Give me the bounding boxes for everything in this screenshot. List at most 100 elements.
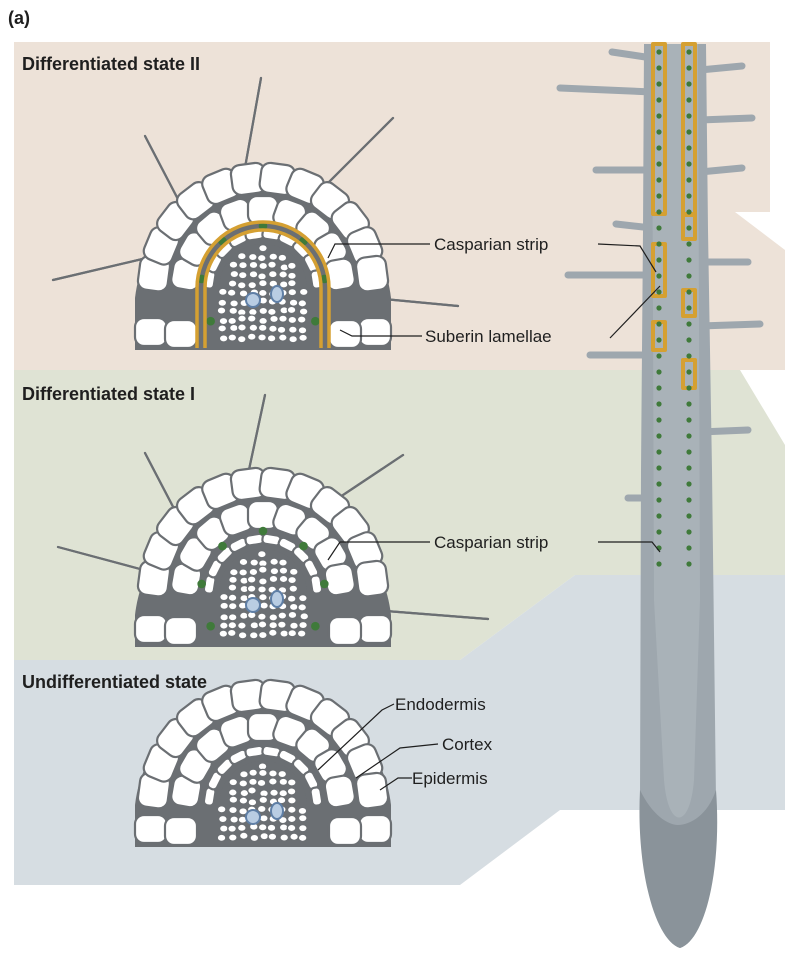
casparian-dot-longitudinal: [656, 385, 661, 390]
casparian-dot-longitudinal: [656, 481, 661, 486]
cortex-cell: [329, 817, 361, 845]
stele-cell: [250, 559, 259, 566]
stele-cell: [259, 796, 268, 803]
stele-cell: [269, 614, 278, 621]
stele-cell: [269, 271, 278, 278]
stele-cell: [258, 551, 267, 558]
stele-cell: [288, 262, 297, 269]
casparian-dot-longitudinal: [656, 289, 661, 294]
stele-cell: [280, 630, 289, 637]
stele-cell: [279, 575, 288, 582]
stele-cell: [219, 335, 228, 342]
casparian-dot-longitudinal: [686, 273, 691, 278]
stele-cell: [238, 324, 247, 331]
stele-cell: [247, 315, 256, 322]
casparian-dot-longitudinal: [656, 241, 661, 246]
casparian-dot-longitudinal: [656, 497, 661, 502]
stele-cell: [270, 568, 279, 575]
casparian-dot-longitudinal: [656, 529, 661, 534]
stele-cell: [259, 631, 268, 638]
casparian-dot-longitudinal: [656, 65, 661, 70]
casparian-dot-longitudinal: [656, 161, 661, 166]
stele-cell: [258, 586, 267, 593]
stele-cell: [259, 578, 268, 585]
stele-cell: [259, 262, 268, 269]
stele-cell: [258, 273, 267, 280]
casparian-dot-longitudinal: [656, 113, 661, 118]
casparian-dot-longitudinal: [686, 177, 691, 182]
stele-cell: [298, 815, 307, 822]
stele-cell: [230, 569, 239, 576]
stele-cell: [250, 834, 259, 841]
stele-cell: [229, 261, 238, 268]
stele-cell: [299, 825, 308, 832]
stele-cell: [279, 559, 288, 566]
stele-cell: [278, 612, 287, 619]
stele-cell: [270, 315, 279, 322]
stele-cell: [228, 594, 237, 601]
casparian-dot-longitudinal: [656, 97, 661, 102]
cortex-cell: [359, 615, 391, 643]
stele-cell: [219, 815, 228, 822]
stele-cell: [217, 806, 226, 813]
xylem-vessel: [271, 591, 283, 607]
casparian-dot-longitudinal: [656, 273, 661, 278]
label-cortex: Cortex: [442, 735, 493, 754]
stele-cell: [288, 630, 297, 637]
stele-cell: [218, 325, 227, 332]
xylem-vessel: [246, 810, 260, 824]
cortex-cell: [165, 320, 197, 348]
stele-cell: [259, 769, 268, 776]
stele-cell: [228, 825, 237, 832]
stele-cell: [230, 324, 239, 331]
stele-cell: [219, 288, 228, 295]
stele-cell: [228, 603, 237, 610]
stele-cell: [249, 261, 258, 268]
casparian-dot-longitudinal: [686, 241, 691, 246]
casparian-dot-longitudinal: [656, 561, 661, 566]
casparian-dot-longitudinal: [656, 305, 661, 310]
stele-cell: [299, 288, 308, 295]
label-casparian-strip-ii: Casparian strip: [434, 235, 548, 254]
casparian-dot-longitudinal: [656, 49, 661, 54]
casparian-dot-longitudinal: [656, 193, 661, 198]
stele-cell: [238, 253, 247, 260]
casparian-dot-longitudinal: [656, 401, 661, 406]
cortex-cell: [165, 617, 197, 645]
stele-cell: [248, 799, 257, 806]
casparian-dot-longitudinal: [686, 353, 691, 358]
casparian-dot-longitudinal: [686, 225, 691, 230]
stele-cell: [259, 289, 268, 296]
casparian-dot-longitudinal: [686, 193, 691, 198]
stele-cell: [288, 797, 297, 804]
cortex-cell: [359, 318, 391, 346]
stele-cell: [279, 567, 288, 574]
stele-cell: [239, 262, 248, 269]
casparian-dot-longitudinal: [686, 337, 691, 342]
stele-cell: [259, 307, 268, 314]
stele-cell: [249, 253, 258, 260]
panel-title-state-i: Differentiated state I: [22, 384, 195, 404]
stele-cell: [269, 778, 278, 785]
stele-cell: [298, 807, 307, 814]
cortex-cell: [135, 815, 167, 843]
stele-cell: [278, 621, 287, 628]
stele-cell: [288, 272, 297, 279]
stele-cell: [259, 566, 268, 573]
stele-cell: [228, 334, 237, 341]
casparian-dot-longitudinal: [656, 145, 661, 150]
stele-cell: [279, 271, 288, 278]
stele-cell: [257, 779, 266, 786]
stele-cell: [237, 336, 246, 343]
casparian-dot-longitudinal: [686, 417, 691, 422]
casparian-dot-longitudinal: [686, 257, 691, 262]
stele-cell: [288, 815, 297, 822]
stele-cell: [229, 796, 238, 803]
casparian-dot-longitudinal: [686, 81, 691, 86]
cortex-cell: [323, 562, 356, 596]
stele-cell: [268, 308, 277, 315]
stele-cell: [258, 621, 267, 628]
stele-cell: [289, 299, 298, 306]
stele-cell: [290, 622, 299, 629]
cortex-cell: [135, 615, 167, 643]
